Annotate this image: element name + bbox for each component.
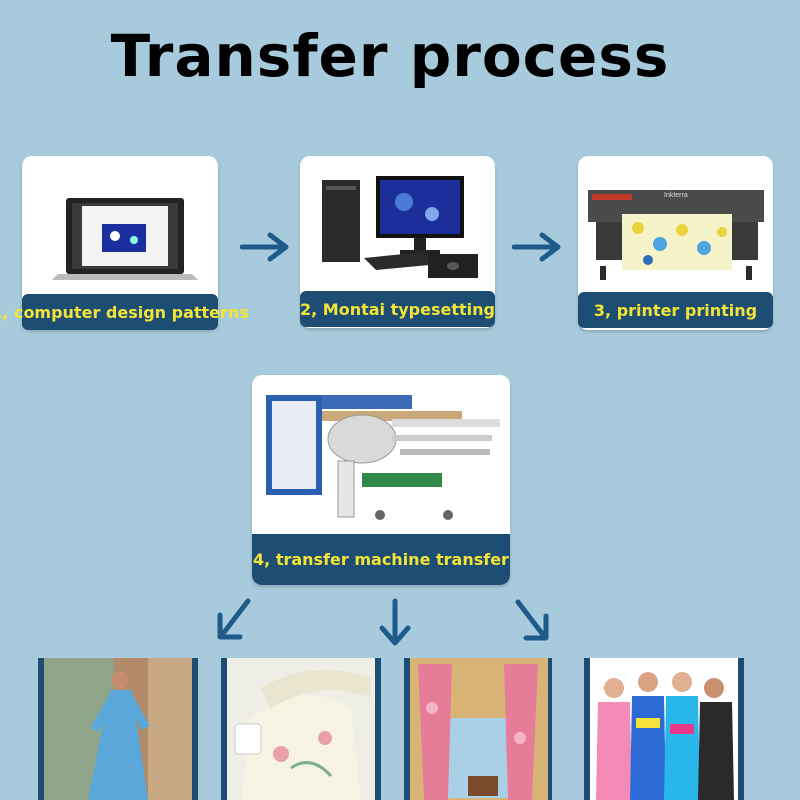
step-4-label: 4, transfer machine transfer xyxy=(252,534,510,585)
curtain-icon xyxy=(410,658,548,800)
step-1-label: 1, computer design patterns xyxy=(0,294,249,330)
desktop-computer-icon xyxy=(322,176,478,278)
step-3-label: 3, printer printing xyxy=(578,292,773,328)
product-jersey-photo xyxy=(584,658,744,800)
arrow-right-icon xyxy=(512,232,561,262)
arrow-down-right-icon xyxy=(515,599,549,641)
scarf-icon xyxy=(227,658,375,800)
step-2-label: 2, Montai typesetting xyxy=(300,291,495,327)
product-dress-photo xyxy=(38,658,198,800)
product-curtain-photo xyxy=(404,658,552,800)
arrow-down-icon xyxy=(379,598,411,646)
arrow-down-left-icon xyxy=(217,598,251,640)
page-title: Transfer process xyxy=(110,22,670,90)
arrow-right-icon xyxy=(240,232,289,262)
transfer-machine-icon xyxy=(266,395,500,520)
printer-icon xyxy=(588,190,764,280)
product-scarf-photo xyxy=(221,658,381,800)
jersey-icon xyxy=(590,658,738,800)
dress-icon xyxy=(44,658,192,800)
laptop-icon xyxy=(52,198,198,280)
printer-brand-text: Inkterra xyxy=(664,192,688,199)
